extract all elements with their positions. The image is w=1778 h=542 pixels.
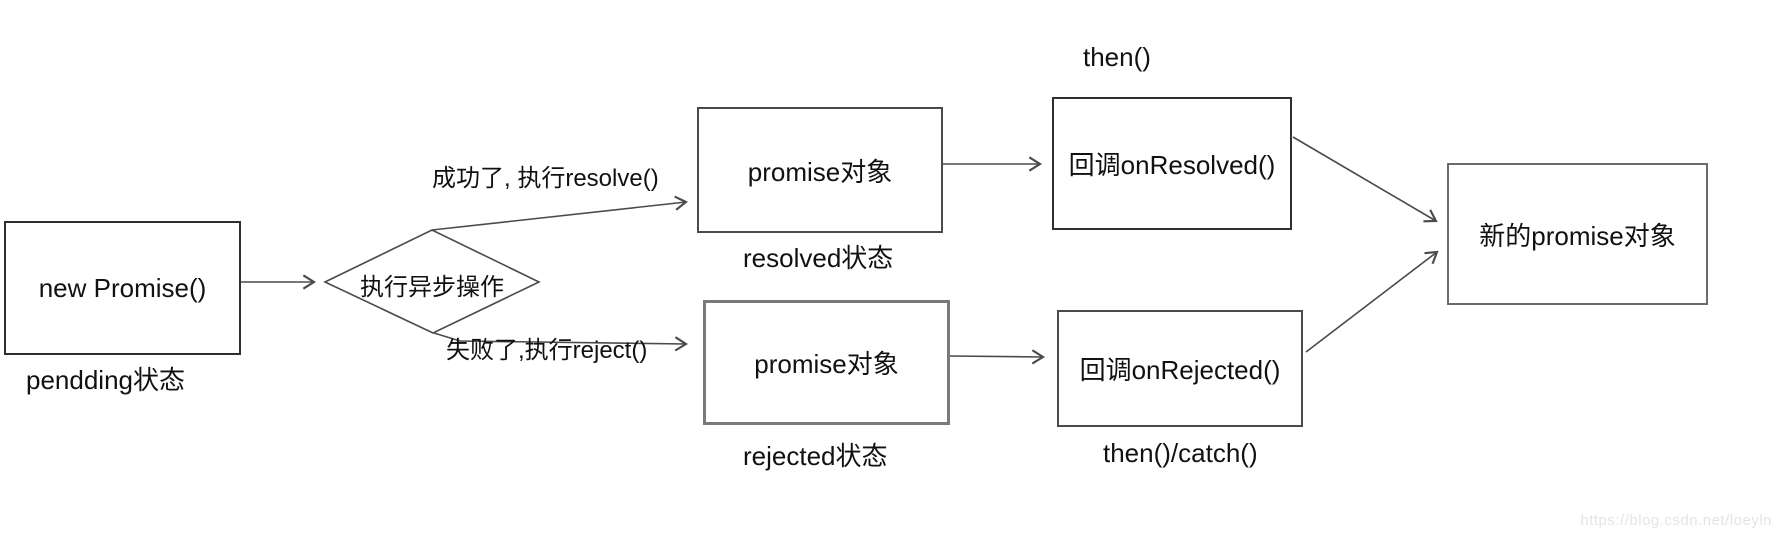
node-promise-object-resolved: promise对象 [697,107,943,233]
node-new-promise: new Promise() [4,221,241,355]
node-callback-onresolved: 回调onResolved() [1052,97,1292,230]
edge-success-resolve [431,195,689,231]
node-promise-object-rejected: promise对象 [703,300,950,425]
async-operation-label: 执行异步操作 [360,274,504,301]
rejected-state-label: rejected状态 [743,441,888,471]
edge-onrejected-to-newobject [1305,250,1439,353]
node-callback-onrejected: 回调onRejected() [1057,310,1303,427]
node-new-promise-object: 新的promise对象 [1447,163,1708,305]
edge-fail-reject [433,332,689,352]
async-operation-diamond [323,229,541,334]
csdn-watermark: https://blog.csdn.net/loeyln [1580,512,1772,529]
pendding-state-label: pendding状态 [26,365,185,395]
fail-reject-edge-label: 失败了,执行reject() [446,337,648,364]
edge-onresolved-to-newobject [1292,136,1438,223]
success-resolve-edge-label: 成功了, 执行resolve() [432,165,659,192]
then-catch-label: then()/catch() [1103,438,1258,468]
resolved-state-label: resolved状态 [743,243,894,273]
then-label: then() [1083,42,1151,72]
edge-rejected-to-onrejected [949,349,1046,365]
